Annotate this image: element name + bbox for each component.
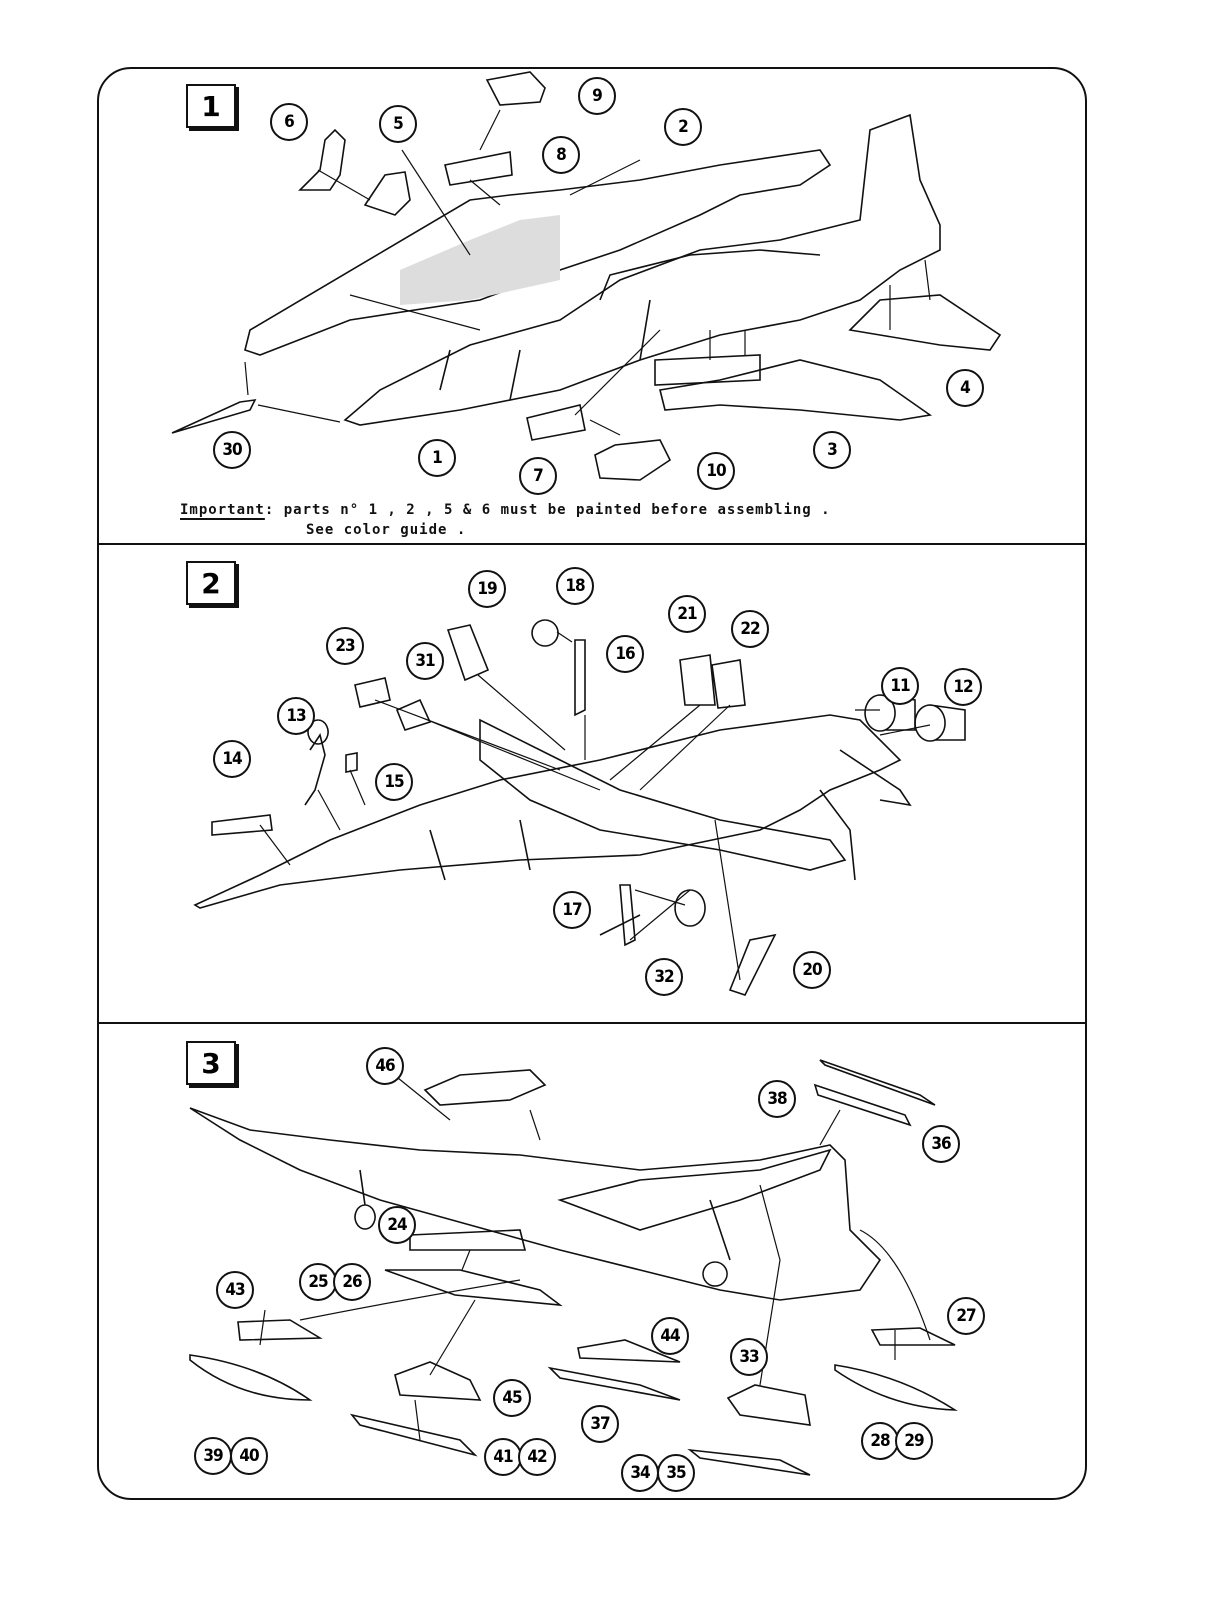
important-note: Important: parts n° 1 , 2 , 5 & 6 must b…: [180, 502, 831, 518]
part-number-callout: 29: [895, 1422, 933, 1460]
intake-part-7: [526, 404, 586, 441]
part-number-callout: 7: [519, 457, 557, 495]
door-part-19: [446, 624, 490, 682]
part-number-callout: 40: [230, 1437, 268, 1475]
pilot-part-6: [298, 128, 346, 191]
part-number-callout: 21: [668, 595, 706, 633]
nose-gear-part-13: [304, 719, 329, 806]
part-number-callout: 8: [542, 136, 580, 174]
arrows: [259, 1077, 931, 1441]
door-part-20: [728, 933, 777, 996]
important-text: : parts n° 1 , 2 , 5 & 6 must be painted…: [264, 502, 831, 518]
arrows: [259, 631, 931, 981]
part-number-callout: 43: [216, 1271, 254, 1309]
windscreen-part-8: [444, 151, 513, 186]
part-number-callout: 46: [366, 1047, 404, 1085]
door-part-21-22: [679, 654, 746, 709]
part-number-callout: 39: [194, 1437, 232, 1475]
nose-probe-part-30: [171, 399, 257, 434]
part-number-callout: 25: [299, 1263, 337, 1301]
part-number-callout: 3: [813, 431, 851, 469]
part-number-callout: 26: [333, 1263, 371, 1301]
part-number-callout: 42: [518, 1438, 556, 1476]
color-guide-note: See color guide .: [306, 522, 467, 538]
canopy-part-9: [485, 71, 546, 106]
step-number: 3: [186, 1041, 236, 1085]
fuselage-lower-part-1: [343, 113, 941, 426]
instruction-sheet-frame: [97, 67, 1087, 1500]
part-number-callout: 23: [326, 627, 364, 665]
part-number-callout: 17: [553, 891, 591, 929]
wheel-part-18: [531, 619, 559, 647]
part-number-callout: 11: [881, 667, 919, 705]
part-number-callout: 37: [581, 1405, 619, 1443]
part-number-callout: 30: [213, 431, 251, 469]
part-number-callout: 1: [418, 439, 456, 477]
part-15: [345, 752, 358, 773]
door-part-14: [211, 814, 273, 836]
wheel-part-32: [674, 889, 706, 927]
fuselage-upper-part-2: [244, 149, 832, 356]
part-number-callout: 9: [578, 77, 616, 115]
part-number-callout: 36: [922, 1125, 960, 1163]
part-number-callout: 5: [379, 105, 417, 143]
step-number: 2: [186, 561, 236, 605]
exhaust-part-12: [914, 704, 966, 742]
part-number-callout: 13: [277, 697, 315, 735]
part-number-callout: 33: [730, 1338, 768, 1376]
part-number-callout: 38: [758, 1080, 796, 1118]
tailplane-part-4: [848, 294, 1002, 351]
leg-part-16: [574, 639, 586, 717]
part-number-callout: 22: [731, 610, 769, 648]
part-number-callout: 24: [378, 1206, 416, 1244]
door-part-31: [395, 698, 432, 731]
part-number-callout: 35: [657, 1454, 695, 1492]
part-number-callout: 16: [606, 635, 644, 673]
seat-part-5: [363, 171, 411, 216]
panel-divider: [97, 1022, 1087, 1024]
part-number-callout: 27: [947, 1297, 985, 1335]
step-number: 1: [186, 84, 236, 128]
part-number-callout: 2: [664, 108, 702, 146]
door-part-23: [354, 677, 391, 708]
leg-part-17: [599, 884, 641, 947]
important-label: Important: [180, 502, 265, 518]
part-number-callout: 34: [621, 1454, 659, 1492]
part-number-callout: 44: [651, 1317, 689, 1355]
aircraft-step-3: [189, 1069, 882, 1301]
part-number-callout: 31: [406, 642, 444, 680]
part-number-callout: 45: [493, 1379, 531, 1417]
arrows: [244, 109, 931, 436]
part-number-callout: 14: [213, 740, 251, 778]
part-number-callout: 6: [270, 103, 308, 141]
stores: [189, 1059, 958, 1476]
aircraft-step-2: [193, 714, 912, 909]
part-number-callout: 20: [793, 951, 831, 989]
part-number-callout: 28: [861, 1422, 899, 1460]
part-number-callout: 4: [946, 369, 984, 407]
wing-part-3: [654, 354, 933, 421]
part-number-callout: 12: [944, 668, 982, 706]
part-number-callout: 15: [375, 763, 413, 801]
part-number-callout: 19: [468, 570, 506, 608]
part-number-callout: 10: [697, 452, 735, 490]
part-number-callout: 18: [556, 567, 594, 605]
intake-part-10: [594, 439, 672, 481]
part-number-callout: 32: [645, 958, 683, 996]
part-number-callout: 41: [484, 1438, 522, 1476]
panel-divider: [97, 543, 1087, 545]
